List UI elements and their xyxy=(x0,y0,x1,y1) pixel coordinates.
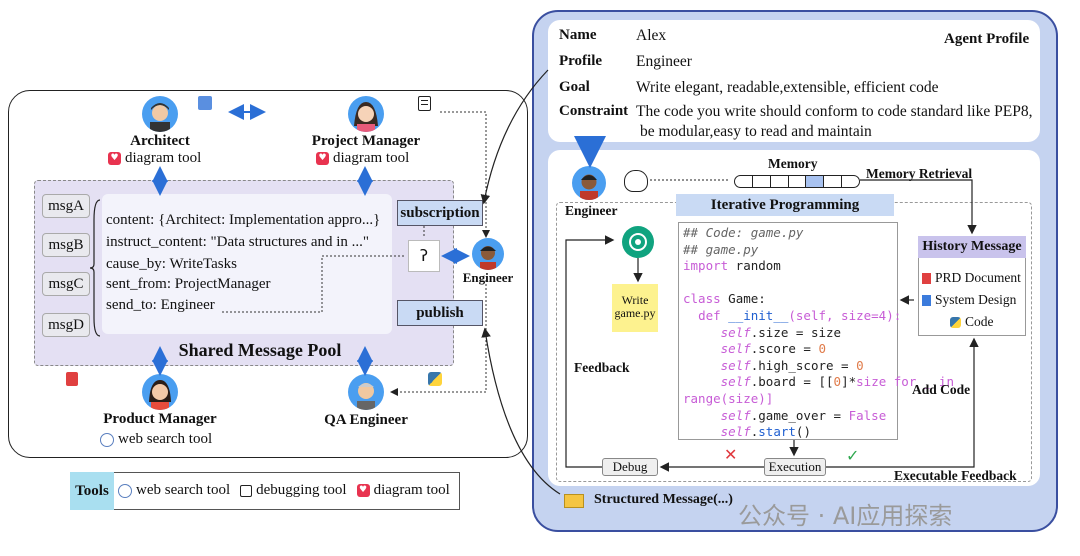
message-field-send-to: send_to: Engineer xyxy=(106,297,215,313)
project-manager-label: Project Manager xyxy=(311,133,421,149)
pdf-icon xyxy=(66,372,78,386)
project-manager-tool-label: diagram tool xyxy=(333,150,410,166)
envelope-icon xyxy=(564,494,584,508)
product-manager-avatar xyxy=(142,374,178,410)
code-line: self.game_over = False xyxy=(720,407,887,423)
architect-tool-label: diagram tool xyxy=(125,150,202,166)
message-field-instruct: instruct_content: "Data structures and i… xyxy=(106,234,370,250)
message-tag: msgC xyxy=(42,272,90,296)
structured-message-label: Structured Message(...) xyxy=(594,492,733,507)
profile-key-profile: Profile xyxy=(559,53,603,69)
message-field-cause: cause_by: WriteTasks xyxy=(106,256,237,272)
message-field-sent-from: sent_from: ProjectManager xyxy=(106,276,271,292)
memory-bar xyxy=(734,175,860,188)
python-icon xyxy=(950,316,961,328)
architect-avatar xyxy=(142,96,178,132)
python-icon xyxy=(428,372,442,386)
pool-title: Shared Message Pool xyxy=(178,340,342,360)
code-line: self.size = size xyxy=(720,324,842,340)
success-mark: ✓ xyxy=(846,446,860,465)
watermark: 公众号 · AI应用探索 xyxy=(738,502,953,530)
engineer-label-left: Engineer xyxy=(462,270,514,285)
product-manager-label: Product Manager xyxy=(103,411,217,427)
web-search-tool-icon xyxy=(118,483,132,498)
brain-icon xyxy=(624,170,648,192)
executable-feedback-label: Executable Feedback xyxy=(894,468,1017,483)
code-line: class Game: xyxy=(683,291,766,307)
publish-box: publish xyxy=(397,300,483,326)
subscription-box: subscription xyxy=(397,200,483,226)
code-line: self.board = [[0]*size for _ in xyxy=(720,374,954,390)
code-line xyxy=(683,275,893,292)
code-line: self.start() xyxy=(720,424,811,440)
note-line-1: Write xyxy=(621,293,649,307)
fail-mark: ✕ xyxy=(724,445,738,464)
diagram-tool-icon: ♥ xyxy=(316,152,329,165)
history-item-design: System Design xyxy=(922,292,1016,308)
image-icon xyxy=(198,96,212,110)
history-item-code: Code xyxy=(950,314,994,330)
engineer-avatar-left xyxy=(472,238,504,270)
diagram-tool-icon: ♥ xyxy=(356,484,370,497)
profile-key-constraint: Constraint xyxy=(559,103,629,119)
add-code-label: Add Code xyxy=(912,382,971,397)
agent-profile-title: Agent Profile xyxy=(944,31,1030,47)
document-icon xyxy=(922,294,931,306)
code-line: import random xyxy=(683,258,781,274)
code-line: def __init__(self, size=4): xyxy=(698,307,902,323)
history-message-title: History Message xyxy=(918,236,1026,258)
write-game-note: Write game.py xyxy=(612,284,658,332)
engineer-avatar-right xyxy=(572,166,606,200)
code-line: range(size)] xyxy=(683,390,774,406)
tool-web-search: web search tool xyxy=(136,482,231,498)
engineer-label-right: Engineer xyxy=(565,203,618,218)
project-manager-tool: ♥ diagram tool xyxy=(316,150,409,167)
note-line-2: game.py xyxy=(614,306,656,320)
message-field-content: content: {Architect: Implementation appr… xyxy=(106,212,381,228)
architect-label: Architect xyxy=(130,133,190,149)
message-tag: msgB xyxy=(42,233,90,257)
tools-legend-items: web search tool debugging tool ♥ diagram… xyxy=(118,482,450,499)
tool-diagram: diagram tool xyxy=(373,482,450,498)
profile-value-constraint: The code you write should conform to cod… xyxy=(636,103,1033,120)
profile-value-profile: Engineer xyxy=(636,53,692,70)
web-search-tool-icon xyxy=(100,432,114,447)
profile-key-name: Name xyxy=(559,27,597,43)
message-tag: msgA xyxy=(42,194,90,218)
project-manager-avatar xyxy=(348,96,384,132)
architect-tool: ♥ diagram tool xyxy=(108,150,201,167)
qa-engineer-avatar xyxy=(348,374,384,410)
product-manager-tool-label: web search tool xyxy=(118,431,213,447)
feedback-label: Feedback xyxy=(574,360,630,375)
code-line: self.high_score = 0 xyxy=(720,357,864,373)
chatgpt-icon xyxy=(622,226,654,258)
diagram-tool-icon: ♥ xyxy=(108,152,121,165)
profile-key-goal: Goal xyxy=(559,79,590,95)
ear-icon: ʔ xyxy=(408,240,440,272)
multi-agent-panel xyxy=(8,90,528,458)
agent-profile-card xyxy=(548,20,1040,142)
debug-box: Debug xyxy=(602,458,658,476)
pdf-icon xyxy=(922,272,931,284)
qa-engineer-label: QA Engineer xyxy=(324,412,408,428)
memory-label: Memory xyxy=(768,156,818,171)
message-tag: msgD xyxy=(42,313,90,337)
product-manager-tool: web search tool xyxy=(100,431,212,448)
history-item-prd: PRD Document xyxy=(922,270,1021,286)
iterative-programming-title: Iterative Programming xyxy=(676,194,894,216)
tools-legend-label: Tools xyxy=(70,472,114,510)
memory-retrieval-label: Memory Retrieval xyxy=(866,166,973,181)
execution-box: Execution xyxy=(764,458,826,476)
profile-value-constraint-cont: be modular,easy to read and maintain xyxy=(640,123,872,140)
debugging-tool-icon xyxy=(240,484,253,497)
code-line: ## Code: game.py xyxy=(683,225,804,240)
code-line: self.score = 0 xyxy=(720,341,827,357)
profile-value-goal: Write elegant, readable,extensible, effi… xyxy=(636,79,939,96)
document-icon xyxy=(418,96,431,111)
code-editor: ## Code: game.py ## game.py import rando… xyxy=(678,222,954,440)
profile-value-name: Alex xyxy=(636,27,667,44)
code-line: ## game.py xyxy=(683,241,759,257)
tool-debugging: debugging tool xyxy=(256,482,347,498)
